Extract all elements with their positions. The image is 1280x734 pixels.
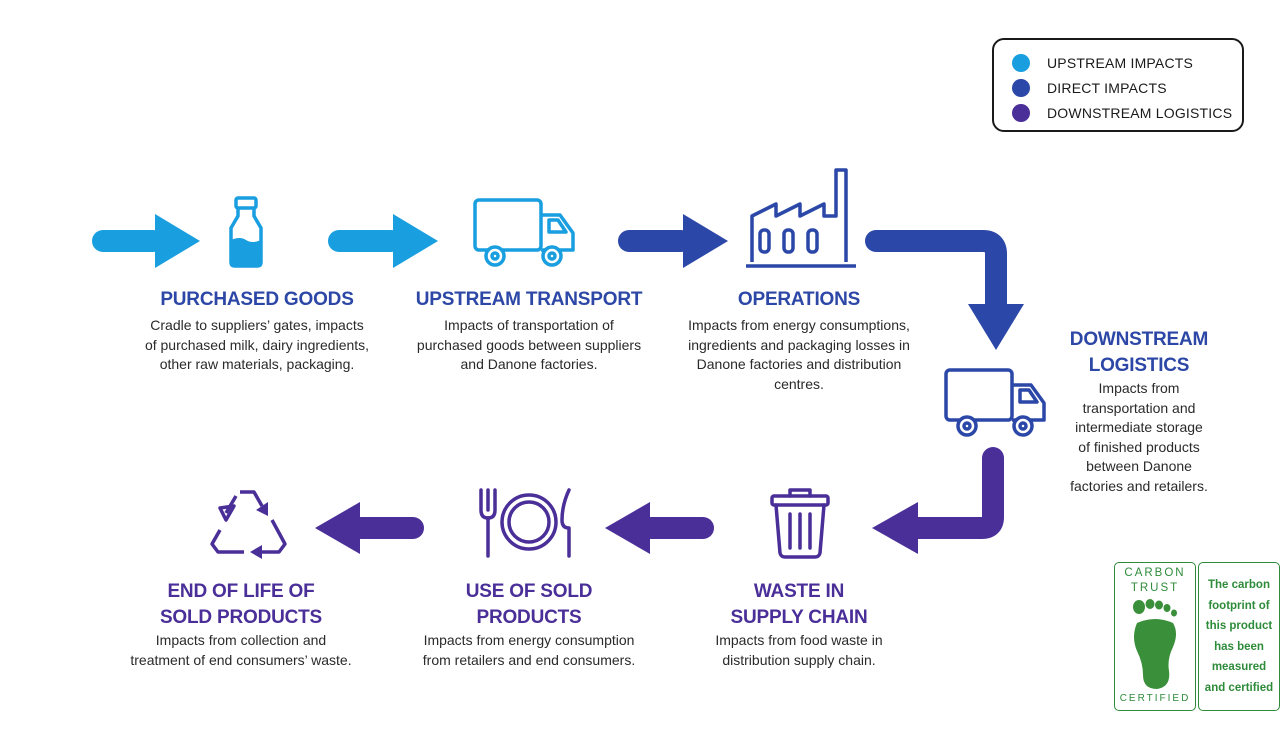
title-line: USE OF SOLD [465, 581, 593, 602]
step-description: Impacts from energy consumptions, ingred… [654, 316, 944, 394]
step-description: Impacts from food waste in distribution … [664, 631, 934, 670]
description-line: Impacts from energy consumptions, [688, 317, 910, 333]
description-line: other raw materials, packaging. [159, 356, 355, 373]
legend-label: UPSTREAM IMPACTS [1047, 55, 1194, 71]
description-line: Impacts from collection and [155, 632, 327, 648]
step-description: Impacts from transportation and intermed… [1054, 379, 1224, 497]
step-description: Impacts from collection and treatment of… [106, 631, 376, 670]
step-use-of-sold-products: USE OF SOLD PRODUCTS Impacts from energy… [394, 579, 664, 670]
title-line: END OF LIFE OF [167, 581, 315, 602]
legend-dot-direct [1012, 79, 1030, 97]
plate-cutlery-icon [479, 488, 571, 558]
truck-icon [473, 198, 575, 267]
flow-arrow-bend-left [872, 447, 1004, 554]
carbon-trust-certified: CERTIFIED [1119, 693, 1191, 704]
factory-icon [746, 168, 856, 268]
legend-label: DOWNSTREAM LOGISTICS [1047, 105, 1233, 121]
carbon-trust-word: CARBON [1124, 567, 1186, 579]
description-line: purchased goods between suppliers [416, 336, 642, 353]
step-downstream-logistics: DOWNSTREAM LOGISTICS Impacts from transp… [1054, 327, 1224, 497]
description-line: distribution supply chain. [722, 651, 876, 668]
legend-item-downstream: DOWNSTREAM LOGISTICS [1012, 102, 1232, 124]
description-line: Impacts of transportation of [444, 317, 614, 333]
title-line: WASTE IN [753, 581, 845, 602]
step-title: OPERATIONS [737, 289, 861, 310]
step-waste-in-supply-chain: WASTE IN SUPPLY CHAIN Impacts from food … [664, 579, 934, 670]
legend-dot-downstream [1012, 104, 1030, 122]
title-line: DOWNSTREAM [1069, 329, 1209, 350]
step-title: WASTE IN SUPPLY CHAIN [664, 579, 934, 631]
step-title: END OF LIFE OF SOLD PRODUCTS [106, 579, 376, 631]
step-title: DOWNSTREAM LOGISTICS [1054, 327, 1224, 379]
carbon-trust-statement-text: The carbon footprint of this product has… [1205, 575, 1273, 698]
carbon-trust-word: TRUST [1130, 582, 1180, 594]
step-description: Impacts of transportation of purchased g… [384, 316, 674, 375]
step-title: USE OF SOLD PRODUCTS [394, 579, 664, 631]
step-operations: OPERATIONS Impacts from energy consumpti… [654, 287, 944, 394]
title-line: PRODUCTS [476, 607, 582, 628]
description-line: between Danone [1086, 458, 1192, 475]
statement-line: footprint of [1208, 599, 1270, 612]
description-line: treatment of end consumers’ waste. [130, 651, 352, 668]
title-line: SOLD PRODUCTS [159, 607, 323, 628]
description-line: Impacts from food waste in [715, 632, 883, 648]
legend-label: DIRECT IMPACTS [1047, 80, 1167, 96]
description-line: Impacts from [1098, 380, 1180, 396]
step-end-of-life: END OF LIFE OF SOLD PRODUCTS Impacts fro… [106, 579, 376, 670]
step-purchased-goods: PURCHASED GOODS Cradle to suppliers’ gat… [112, 287, 402, 375]
description-line: Cradle to suppliers’ gates, impacts [150, 317, 364, 333]
statement-line: this product [1205, 620, 1273, 632]
carbon-trust-statement: The carbon footprint of this product has… [1198, 562, 1280, 711]
legend-dot-upstream [1012, 54, 1030, 72]
title-line: LOGISTICS [1088, 355, 1190, 376]
description-line: factories and retailers. [1070, 477, 1208, 494]
flow-arrow-left-1 [605, 502, 714, 554]
step-description: Impacts from energy consumption from ret… [394, 631, 664, 670]
flow-arrow-3 [618, 214, 728, 268]
carbon-trust-badge: CARBON TRUST CERTIFIED [1114, 562, 1196, 711]
statement-line: and certified [1204, 681, 1274, 694]
trash-bin-icon [770, 488, 830, 559]
step-description: Cradle to suppliers’ gates, impacts of p… [112, 316, 402, 375]
description-line: and Danone factories. [460, 356, 598, 373]
truck-icon [944, 368, 1046, 437]
step-upstream-transport: UPSTREAM TRANSPORT Impacts of transporta… [384, 287, 674, 375]
legend-item-upstream: UPSTREAM IMPACTS [1012, 52, 1193, 74]
description-line: ingredients and packaging losses in [688, 336, 910, 353]
flow-arrow-bend-down [865, 230, 1024, 350]
recycle-icon [210, 490, 287, 559]
legend: UPSTREAM IMPACTS DIRECT IMPACTS DOWNSTRE… [992, 38, 1244, 132]
description-line: of purchased milk, dairy ingredients, [144, 336, 370, 353]
milk-bottle-icon [229, 196, 263, 268]
description-line: of finished products [1078, 438, 1200, 455]
step-title: PURCHASED GOODS [160, 289, 354, 310]
flow-arrow-1 [92, 214, 200, 268]
description-line: transportation and [1082, 399, 1196, 416]
step-title: UPSTREAM TRANSPORT [415, 289, 643, 310]
description-line: centres. [774, 375, 824, 392]
statement-line: The carbon [1208, 579, 1270, 591]
description-line: Danone factories and distribution [696, 356, 902, 373]
description-line: intermediate storage [1075, 419, 1203, 436]
statement-line: measured [1211, 661, 1267, 673]
statement-line: has been [1214, 640, 1264, 653]
description-line: from retailers and end consumers. [422, 651, 636, 668]
footprint-icon [1133, 599, 1177, 689]
title-line: SUPPLY CHAIN [730, 607, 868, 628]
flow-arrow-left-2 [315, 502, 424, 554]
description-line: Impacts from energy consumption [423, 632, 635, 648]
flow-arrow-2 [328, 214, 438, 268]
legend-item-direct: DIRECT IMPACTS [1012, 77, 1167, 99]
